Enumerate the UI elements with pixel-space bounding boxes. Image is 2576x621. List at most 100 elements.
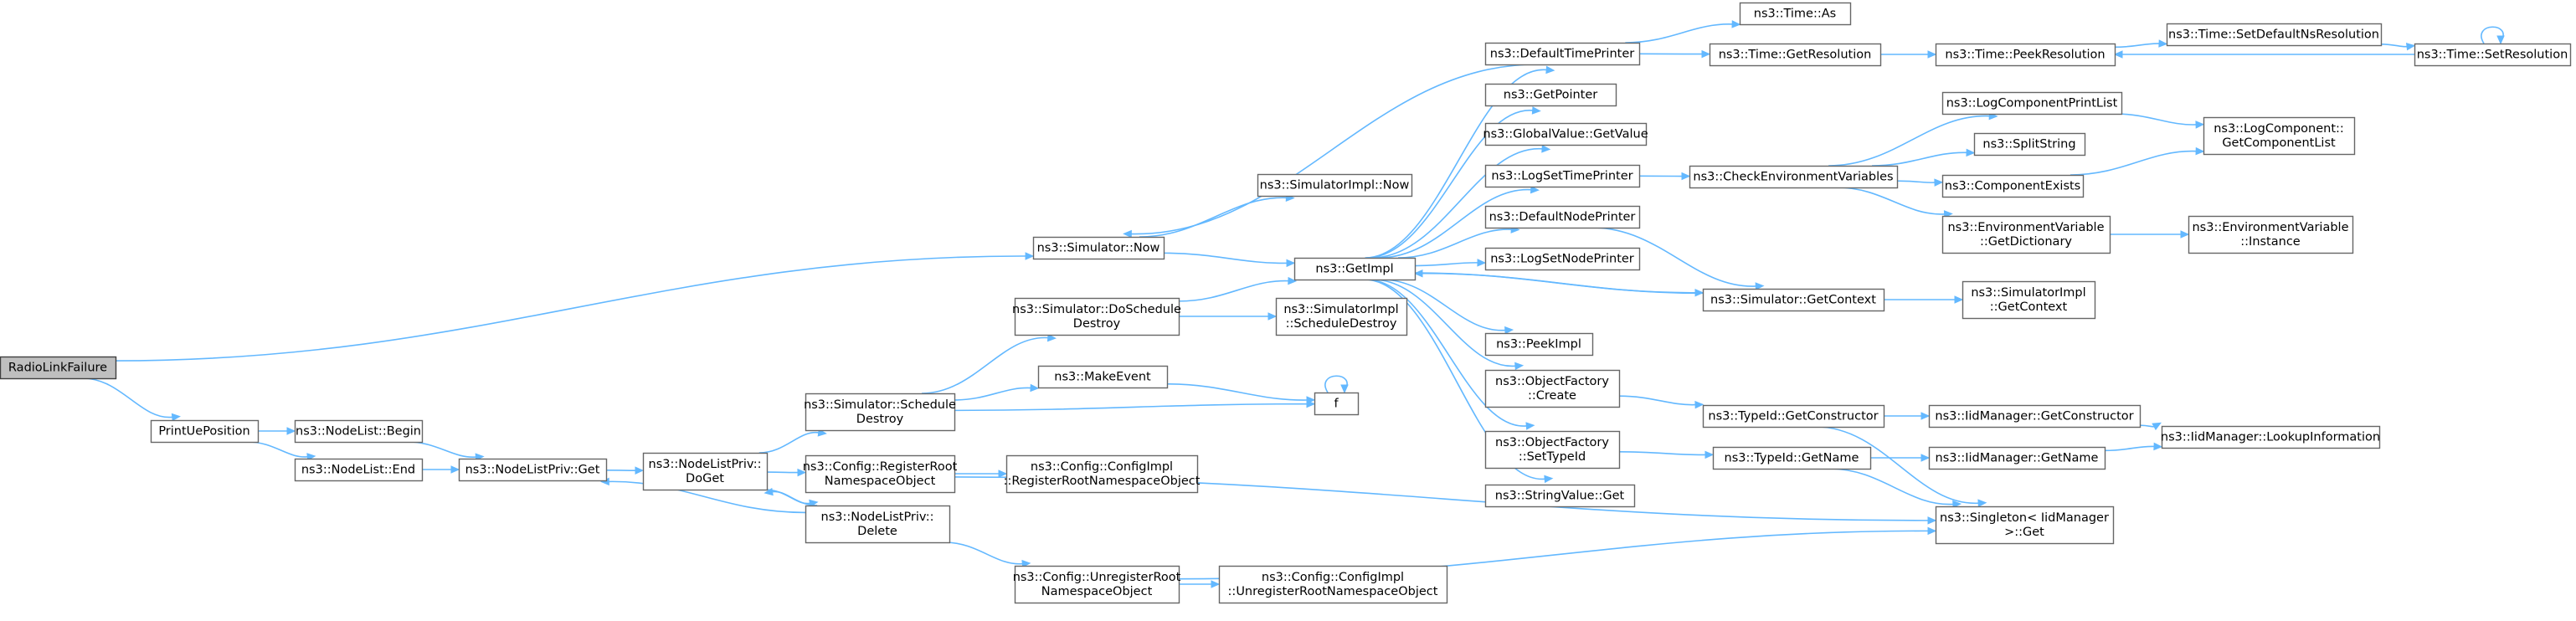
node-timeSetDefRes[interactable]: ns3::Time::SetDefaultNsResolution bbox=[2166, 23, 2383, 47]
edge-timeSetRes-to-timePeekRes bbox=[2113, 50, 2414, 59]
node-iidGetName[interactable]: ns3::IidManager::GetName bbox=[1928, 446, 2106, 470]
node-label: ns3::Config::UnregisterRoot bbox=[1013, 571, 1181, 584]
arrowhead bbox=[1927, 526, 1937, 536]
edge-line bbox=[1381, 279, 1505, 331]
node-envInstance[interactable]: ns3::EnvironmentVariable::Instance bbox=[2188, 215, 2354, 254]
edge-timeGetRes-to-timePeekRes bbox=[1880, 50, 1937, 59]
node-defNodePrinter[interactable]: ns3::DefaultNodePrinter bbox=[1484, 205, 1641, 229]
node-f[interactable]: f bbox=[1314, 392, 1360, 416]
node-label: ns3::ObjectFactory bbox=[1495, 436, 1609, 449]
edge-simGetContext-to-getImpl bbox=[1413, 269, 1704, 295]
edge-line bbox=[1618, 395, 1696, 406]
node-splitString[interactable]: ns3::SplitString bbox=[1973, 132, 2086, 157]
node-nlBegin[interactable]: ns3::NodeList::Begin bbox=[294, 419, 424, 444]
node-box bbox=[1032, 236, 1165, 260]
node-root[interactable]: RadioLinkFailure bbox=[0, 356, 117, 380]
node-envGetDict[interactable]: ns3::EnvironmentVariable::GetDictionary bbox=[1941, 215, 2111, 254]
node-box bbox=[1314, 392, 1360, 416]
node-box bbox=[1484, 42, 1641, 66]
node-cfgRegister[interactable]: ns3::Config::RegisterRootNamespaceObject bbox=[803, 454, 958, 494]
node-typeGetName[interactable]: ns3::TypeId::GetName bbox=[1712, 446, 1872, 470]
node-label: ns3::GetPointer bbox=[1504, 89, 1598, 102]
arrowhead bbox=[1934, 178, 1944, 187]
edge-line bbox=[1828, 115, 1990, 167]
arrowhead bbox=[764, 487, 774, 496]
arrowhead bbox=[1046, 333, 1057, 342]
arrowhead bbox=[1755, 282, 1765, 290]
edge-line bbox=[921, 336, 1048, 394]
node-makeEvent[interactable]: ns3::MakeEvent bbox=[1037, 365, 1169, 389]
node-simImplSchedDestroy[interactable]: ns3::SimulatorImpl::ScheduleDestroy bbox=[1275, 297, 1408, 336]
node-box bbox=[2188, 215, 2354, 254]
edge-line bbox=[2114, 113, 2197, 126]
arrowhead bbox=[1306, 396, 1316, 404]
node-printUe[interactable]: PrintUePosition bbox=[150, 419, 260, 444]
arrowhead bbox=[1286, 259, 1296, 268]
node-box bbox=[1014, 565, 1180, 604]
node-logSetTime[interactable]: ns3::LogSetTimePrinter bbox=[1484, 164, 1641, 188]
node-getImpl[interactable]: ns3::GetImpl bbox=[1293, 257, 1417, 281]
edge-nlEnd-to-nlpGet bbox=[422, 465, 460, 474]
edge-line bbox=[609, 480, 806, 514]
node-singletonGet[interactable]: ns3::Singleton< IidManager>::Get bbox=[1935, 506, 2115, 545]
node-nlpDelete[interactable]: ns3::NodeListPriv::Delete bbox=[805, 505, 951, 544]
node-iidLookup[interactable]: ns3::IidManager::LookupInformation bbox=[2161, 425, 2381, 449]
edge-doSchedDestroy-to-simImplSchedDestroy bbox=[1178, 312, 1278, 321]
node-logSetNode[interactable]: ns3::LogSetNodePrinter bbox=[1484, 247, 1641, 271]
node-ofSetTypeId[interactable]: ns3::ObjectFactory::SetTypeId bbox=[1484, 430, 1621, 470]
arrowhead bbox=[286, 427, 296, 435]
node-defTimePrinter[interactable]: ns3::DefaultTimePrinter bbox=[1484, 42, 1641, 66]
node-simGetContext[interactable]: ns3::Simulator::GetContext bbox=[1702, 288, 1885, 312]
arrowhead bbox=[1531, 106, 1541, 115]
node-label: ns3::Time::As bbox=[1754, 8, 1836, 21]
edge-line bbox=[954, 403, 1308, 412]
node-label: DoGet bbox=[686, 472, 724, 485]
node-doGet[interactable]: ns3::NodeListPriv::DoGet bbox=[642, 452, 769, 491]
edge-schedDestroy-to-f bbox=[954, 399, 1316, 412]
arrowhead bbox=[1530, 185, 1540, 194]
arrowhead bbox=[2152, 422, 2162, 431]
node-gvGetValue[interactable]: ns3::GlobalValue::GetValue bbox=[1483, 122, 1648, 146]
node-timeSetRes[interactable]: ns3::Time::SetResolution bbox=[2414, 43, 2572, 67]
node-simNow[interactable]: ns3::Simulator::Now bbox=[1032, 236, 1165, 260]
node-cfgImplRegister[interactable]: ns3::Config::ConfigImpl::RegisterRootNam… bbox=[1004, 454, 1201, 494]
arrowhead bbox=[797, 468, 807, 477]
arrowhead bbox=[1541, 145, 1551, 153]
node-iidGetCtor[interactable]: ns3::IidManager::GetConstructor bbox=[1928, 404, 2142, 429]
node-timeGetRes[interactable]: ns3::Time::GetResolution bbox=[1709, 43, 1882, 67]
edge-logCompPrintList-to-logCompGetList bbox=[2114, 113, 2205, 129]
edge-getImpl-to-ofSetTypeId bbox=[1366, 279, 1535, 430]
node-box bbox=[1484, 247, 1641, 271]
node-nlpGet[interactable]: ns3::NodeListPriv::Get bbox=[458, 458, 608, 482]
node-label: ::Create bbox=[1528, 389, 1576, 403]
node-label: ns3::Config::RegisterRoot bbox=[803, 460, 958, 474]
arrowhead bbox=[1544, 475, 1554, 484]
edge-defTimePrinter-to-timeAs bbox=[1625, 20, 1741, 44]
node-cfgImplUnregister[interactable]: ns3::Config::ConfigImpl::UnregisterRootN… bbox=[1218, 565, 1448, 604]
node-cfgUnregister[interactable]: ns3::Config::UnregisterRootNamespaceObje… bbox=[1013, 565, 1181, 604]
node-logCompPrintList[interactable]: ns3::LogComponentPrintList bbox=[1941, 91, 2123, 115]
arrowhead bbox=[2405, 42, 2416, 51]
node-svGet[interactable]: ns3::StringValue::Get bbox=[1484, 484, 1636, 508]
node-timeAs[interactable]: ns3::Time::As bbox=[1739, 2, 1852, 26]
node-checkEnv[interactable]: ns3::CheckEnvironmentVariables bbox=[1689, 165, 1899, 189]
edge-line bbox=[1166, 383, 1308, 401]
edge-line bbox=[1366, 110, 1533, 259]
node-compExists[interactable]: ns3::ComponentExists bbox=[1941, 174, 2085, 198]
edge-nlpDelete-to-cfgUnregister bbox=[944, 541, 1031, 568]
node-getPointer[interactable]: ns3::GetPointer bbox=[1484, 83, 1617, 107]
node-typeGetCtor[interactable]: ns3::TypeId::GetConstructor bbox=[1702, 404, 1885, 429]
node-ofCreate[interactable]: ns3::ObjectFactory::Create bbox=[1484, 369, 1621, 408]
node-schedDestroy[interactable]: ns3::Simulator::ScheduleDestroy bbox=[804, 393, 956, 432]
node-simImplGetContext[interactable]: ns3::SimulatorImpl::GetContext bbox=[1962, 280, 2096, 320]
node-logCompGetList[interactable]: ns3::LogComponent::GetComponentList bbox=[2203, 116, 2356, 156]
node-simImplNow[interactable]: ns3::SimulatorImpl::Now bbox=[1257, 173, 1413, 198]
edge-nlpDelete-to-doGet bbox=[764, 487, 818, 506]
edge-doSchedDestroy-to-getImpl bbox=[1178, 276, 1298, 302]
node-peekImpl[interactable]: ns3::PeekImpl bbox=[1484, 332, 1594, 357]
node-nlEnd[interactable]: ns3::NodeList::End bbox=[294, 458, 424, 482]
node-box bbox=[1709, 43, 1882, 67]
node-timePeekRes[interactable]: ns3::Time::PeekResolution bbox=[1935, 43, 2116, 67]
